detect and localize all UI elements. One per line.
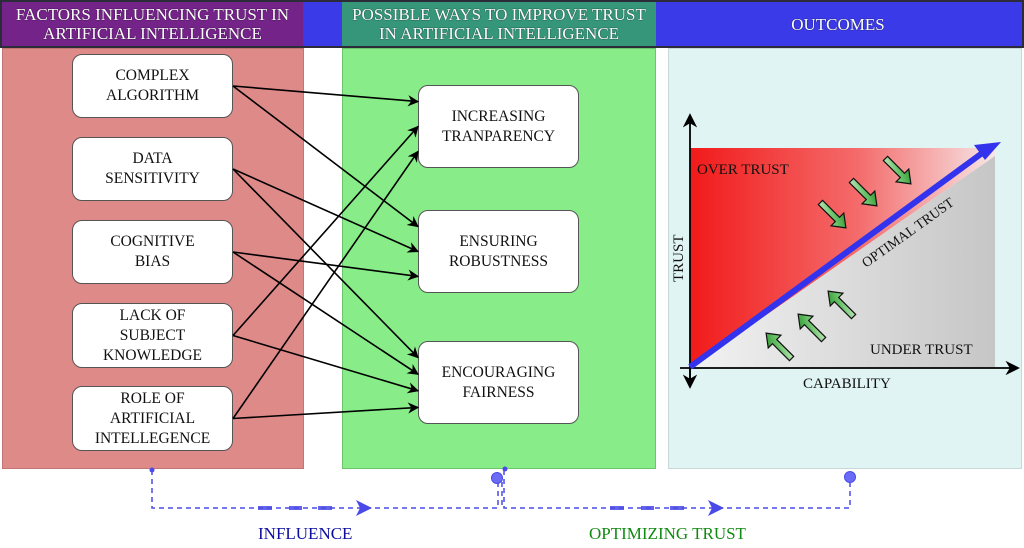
- way-encouraging-fairness: ENCOURAGING FAIRNESS: [418, 341, 579, 424]
- connection-arrow-f4-w1: [232, 125, 419, 337]
- under-trust-correction-arrows: [765, 290, 857, 362]
- optimizing-flow-arrowhead: [708, 500, 724, 516]
- connection-arrow-f3-w2: [232, 251, 420, 281]
- way-ensuring-robustness: ENSURING ROBUSTNESS: [418, 210, 579, 293]
- factor-lack-of-subject-knowledge: LACK OF SUBJECT KNOWLEDGE: [72, 303, 233, 368]
- down-right-arrow-2: [848, 177, 878, 207]
- flow-mid-dot: [491, 472, 503, 484]
- up-left-arrow-1: [765, 332, 795, 362]
- ways-header: POSSIBLE WAYS TO IMPROVE TRUST IN ARTIFI…: [342, 2, 656, 46]
- factor-data-sensitivity: DATA SENSITIVITY: [72, 137, 233, 201]
- influence-flow-arrowhead: [356, 500, 372, 516]
- factors-header: FACTORS INFLUENCING TRUST IN ARTIFICIAL …: [2, 2, 303, 46]
- optimizing-trust-label: OPTIMIZING TRUST: [589, 524, 746, 543]
- up-left-arrow-3: [827, 290, 857, 320]
- connection-arrow-f2-w2: [232, 168, 420, 253]
- outcomes-header: OUTCOMES: [791, 14, 885, 34]
- factor-complex-algorithm: COMPLEX ALGORITHM: [72, 54, 233, 118]
- connection-arrow-f2-w3: [232, 168, 419, 359]
- connection-arrow-f3-w3: [232, 251, 419, 375]
- under-trust-label: UNDER TRUST: [870, 342, 973, 358]
- connection-arrow-f5-w1: [232, 150, 419, 419]
- way-increasing-transparency: INCREASING TRANPARENCY: [418, 85, 579, 168]
- optimal-trust-line: [688, 148, 987, 370]
- flow-mid-small-dot: [502, 466, 508, 472]
- over-trust-label: OVER TRUST: [697, 162, 789, 178]
- under-trust-region: [690, 156, 995, 368]
- connection-arrow-f1-w1: [232, 85, 420, 107]
- connection-arrow-f4-w3: [232, 334, 420, 394]
- influence-flow-line: [151, 470, 499, 509]
- down-right-arrow-1: [817, 199, 847, 229]
- factor-role-of-ai: ROLE OF ARTIFICIAL INTELLEGENCE: [72, 386, 233, 451]
- y-axis-label: TRUST: [671, 234, 687, 282]
- x-axis-label: CAPABILITY: [803, 376, 891, 392]
- down-right-arrow-3: [882, 155, 912, 185]
- flow-start-dot: [149, 467, 155, 473]
- connection-arrow-f1-w2: [232, 85, 419, 228]
- over-trust-correction-arrows: [817, 155, 912, 229]
- connection-arrow-f5-w3: [232, 402, 420, 420]
- up-left-arrow-2: [797, 313, 827, 343]
- flow-end-dot: [844, 471, 856, 483]
- optimal-trust-arrowhead: [974, 142, 1001, 160]
- optimizing-flow-line: [503, 470, 851, 509]
- influence-label: INFLUENCE: [258, 524, 353, 543]
- factor-cognitive-bias: COGNITIVE BIAS: [72, 220, 233, 284]
